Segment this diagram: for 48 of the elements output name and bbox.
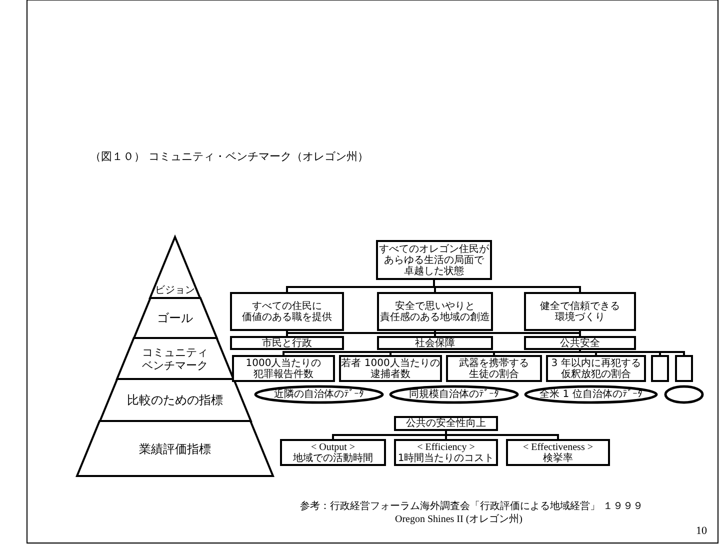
indicator-box [377,292,493,331]
pyramid-level-label: 業績評価指標 [139,442,211,456]
box-text: 安全で思いやりと責任感のある地域の創造 [380,300,490,322]
box-text: 近隣の自治体のﾃﾞｰﾀ [274,389,364,400]
box-text: 1時間当たりのコスト [398,452,494,464]
empty-box [675,355,693,382]
pyramid-level-label: ビジョン [154,285,195,297]
reference-note: 参考：行政経営フォーラム海外調査会「行政評価による地域経営」 １９９９ [300,500,644,513]
indicator-box [394,439,498,466]
box-text: 社会保障 [415,338,455,348]
pyramid-level-label: コミュニティベンチマーク [142,346,208,372]
box-text: 同規模自治体のﾃﾞｰﾀ [409,389,499,400]
pyramid-level-label: 比較のための指標 [126,393,223,407]
empty-box [651,355,669,382]
box-text: 3 年以内に再犯する仮釈放犯の割合 [551,358,641,380]
indicator-box [394,416,498,431]
connector-line [445,431,559,439]
box-text: 健全で信頼できる環境づくり [540,300,620,322]
figure-title: （図１０） コミュニティ・ベンチマーク（オレゴン州） [90,149,368,164]
indicator-box [446,355,542,382]
indicator-type: < Effectiveness > [523,442,593,452]
reference-note: Oregon Shines II (オレゴン州) [395,512,522,526]
indicator-box [232,355,335,382]
connector-line [332,431,447,439]
indicator-box [506,439,610,466]
indicator-box [230,292,344,331]
box-text: 公共の安全性向上 [406,418,486,429]
indicator-type: < Efficiency > [417,442,475,452]
indicator-type: < Output > [310,442,356,452]
box-text: 1000人当たりの犯罪報告件数 [246,358,322,380]
indicator-box [280,439,386,466]
box-text: 若者 1000人当たりの逮捕者数 [341,358,440,380]
box-text: 市民と行政 [262,338,312,348]
box-text: 検挙率 [543,452,573,464]
box-text: 地域での活動時間 [293,452,373,464]
pyramid-level-label: ゴール [156,311,193,325]
indicator-box [377,336,493,350]
indicator-box [230,336,344,350]
box-text: 公共安全 [560,338,600,348]
box-text: 武器を携帯する生徒の割合 [459,358,529,380]
indicator-box [546,355,646,382]
connector-line [434,331,581,336]
box-text: すべてのオレゴン住民があらゆる生活の局面で卓越した状態 [379,244,489,276]
box-text: すべての住民に価値のある職を提供 [242,300,332,322]
page-number: 10 [696,525,707,537]
connector-line [286,331,436,336]
indicator-box [524,292,636,331]
indicator-box [524,336,636,350]
